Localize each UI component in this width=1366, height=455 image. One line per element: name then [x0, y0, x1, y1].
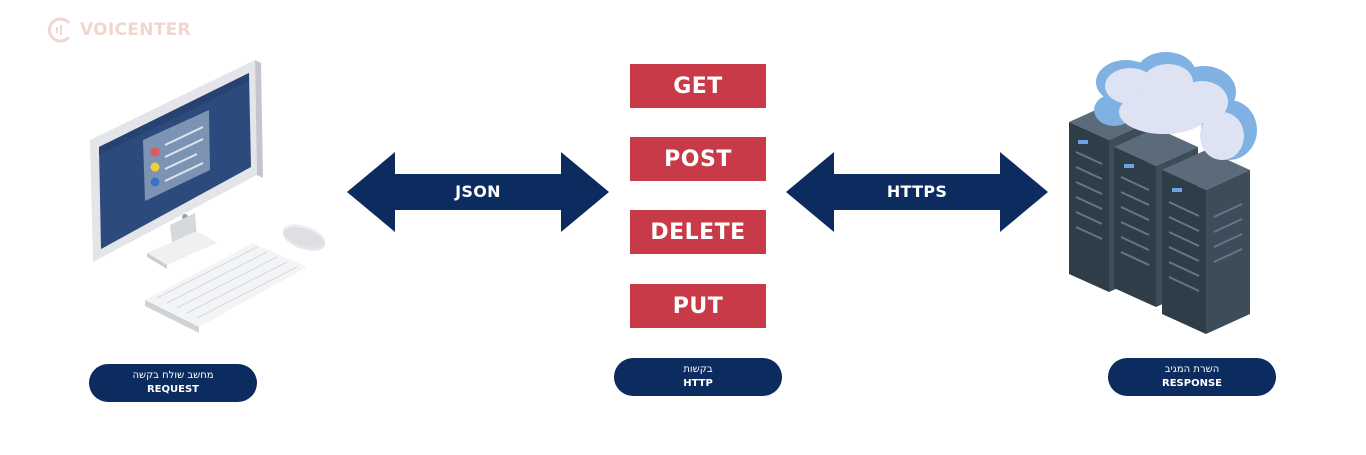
client-caption-english: REQUEST — [146, 384, 199, 395]
computer-icon — [90, 60, 326, 333]
voicenter-logo-icon — [48, 17, 70, 43]
logo-brand-text: VOICENTER — [80, 20, 191, 40]
json-double-arrow — [347, 152, 609, 232]
https-label: HTTPS — [886, 182, 948, 201]
voicenter-logo: VOICENTER — [44, 14, 191, 46]
server-caption-english: RESPONSE — [1162, 378, 1222, 389]
http-caption-hebrew: בקשות — [683, 364, 713, 375]
http-caption-pill: בקשות HTTP — [614, 358, 782, 396]
client-caption-pill: מחשב שולח בקשה REQUEST — [89, 364, 257, 402]
http-caption-english: HTTP — [683, 378, 713, 389]
method-put: PUT — [630, 284, 766, 328]
client-caption-hebrew: מחשב שולח בקשה — [132, 370, 214, 381]
server-cloud-icon — [1069, 52, 1257, 334]
json-label: JSON — [455, 182, 501, 201]
https-double-arrow — [786, 152, 1048, 232]
server-caption-pill: השרת המגיב RESPONSE — [1108, 358, 1276, 396]
method-post: POST — [630, 137, 766, 181]
method-delete: DELETE — [630, 210, 766, 254]
method-get: GET — [630, 64, 766, 108]
server-caption-hebrew: השרת המגיב — [1164, 364, 1220, 375]
